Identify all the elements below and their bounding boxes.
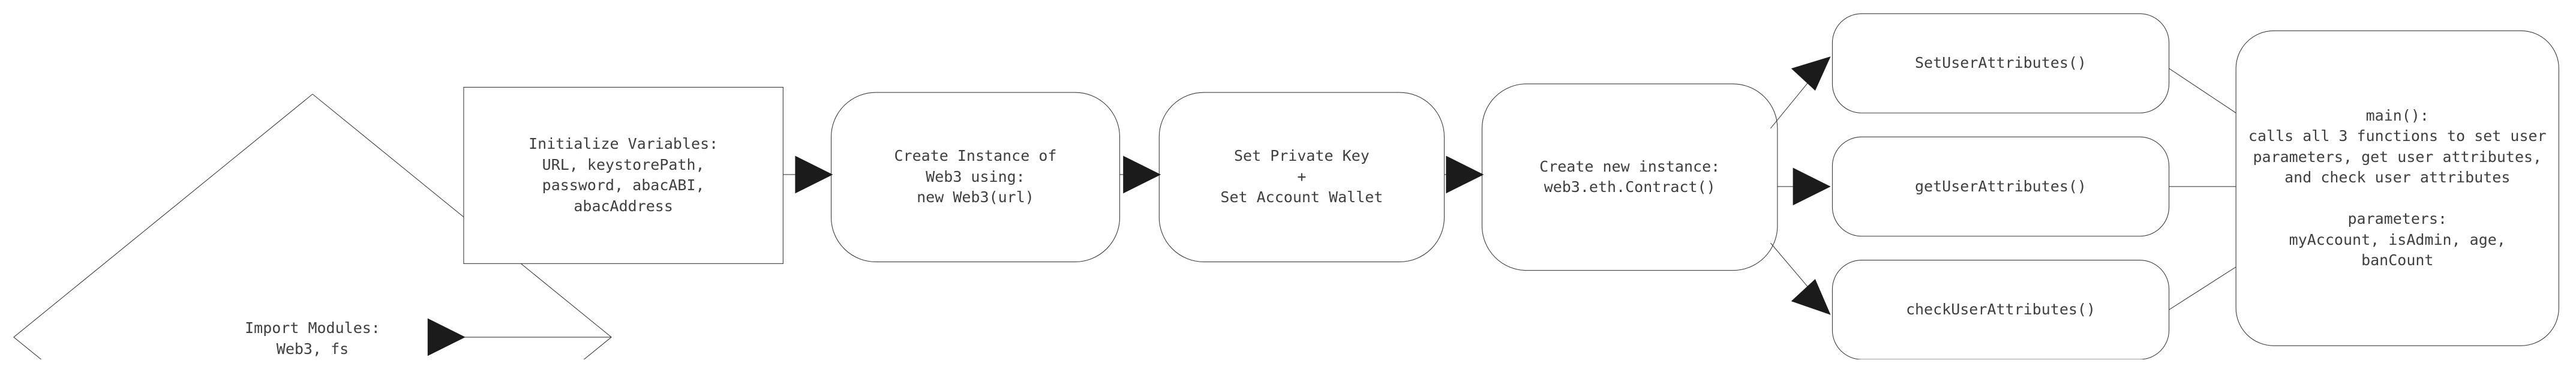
node-shape-initialize-variables[interactable] [464, 87, 783, 263]
edge-initialize-to-web3 [783, 155, 833, 194]
edge-privatekey-to-contract [1445, 155, 1484, 194]
flowchart-canvas: Import Modules: Web3, fs Initialize Vari… [0, 0, 2576, 359]
flowchart-svg-layer [0, 0, 2576, 359]
node-shape-main-function[interactable] [2236, 31, 2559, 346]
edge-check-to-main [2169, 267, 2236, 310]
edge-set-to-main [2169, 68, 2236, 113]
node-shape-check-user-attributes[interactable] [1832, 260, 2169, 359]
edge-contract-to-check [1770, 243, 1831, 315]
node-shape-get-user-attributes[interactable] [1832, 137, 2169, 236]
node-shape-set-private-key-wallet[interactable] [1159, 92, 1444, 262]
edge-contract-to-get [1778, 167, 1831, 206]
node-shape-create-web3-instance[interactable] [831, 92, 1120, 262]
node-shape-set-user-attributes[interactable] [1832, 14, 2169, 113]
edge-import-to-initialize [427, 318, 611, 356]
edge-web3-to-privatekey [1119, 155, 1161, 194]
node-shape-create-contract-instance[interactable] [1482, 84, 1777, 271]
edge-contract-to-set [1770, 56, 1831, 128]
